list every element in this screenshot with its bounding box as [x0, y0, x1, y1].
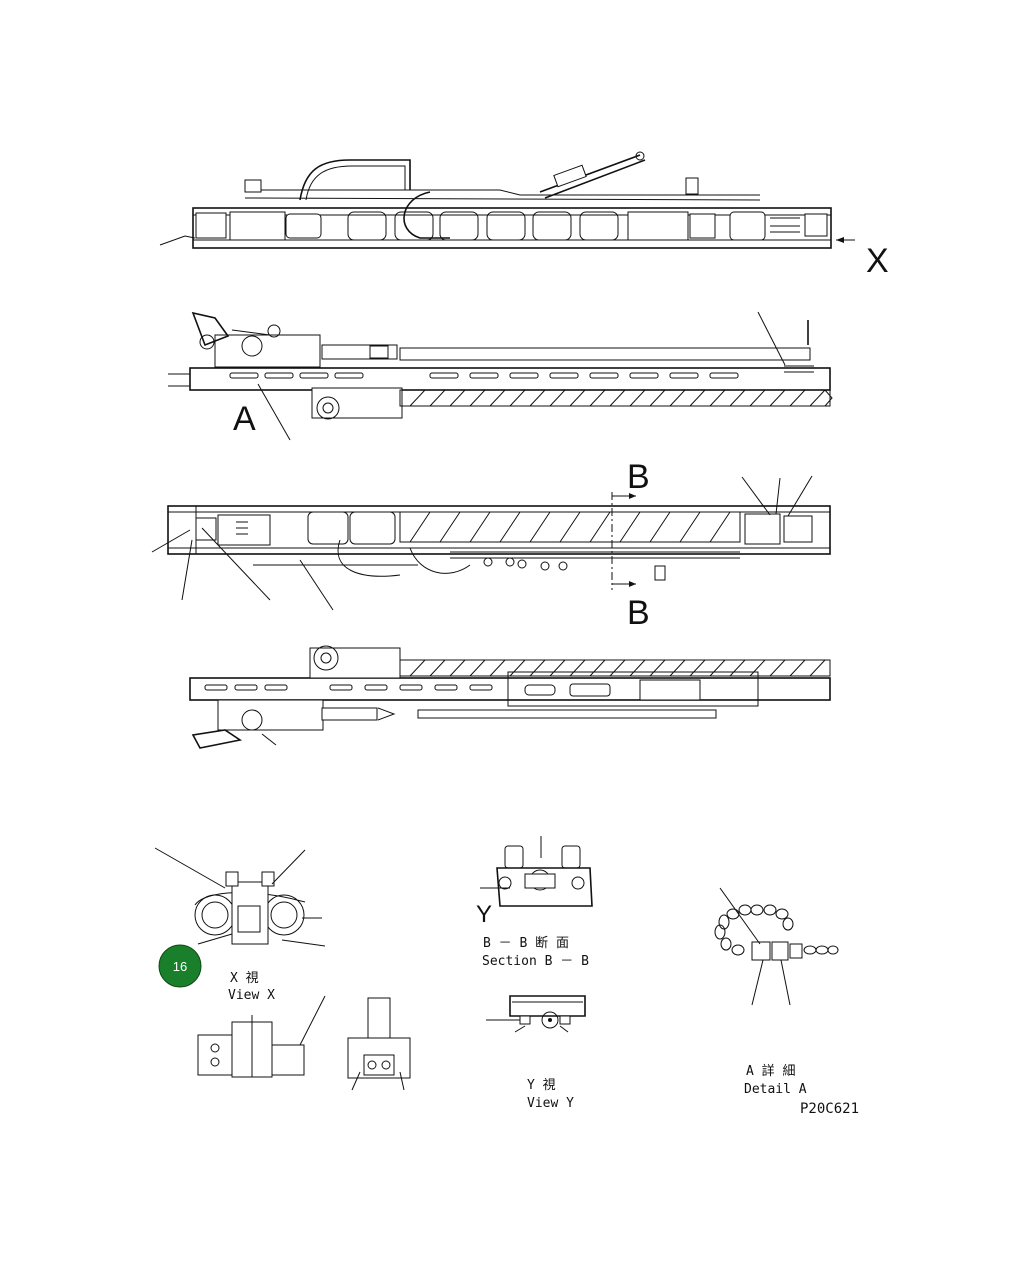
view-x-arrow-letter: X — [866, 242, 889, 280]
callout-badge-16[interactable]: 16 — [158, 944, 202, 988]
assembly-view-side-opposite — [189, 645, 831, 749]
section-b-caption-jp: B － B 断 面 — [483, 936, 569, 951]
svg-text:16: 16 — [173, 959, 187, 974]
assembly-view-plan — [151, 475, 831, 611]
assembly-view-side — [168, 311, 833, 441]
detail-bracket-right — [347, 997, 411, 1091]
drawing-code: P20C621 — [800, 1101, 859, 1117]
section-b-bottom-letter: B — [627, 594, 650, 632]
view-y-caption-en: View Y — [527, 1096, 574, 1111]
view-y-drawing — [486, 995, 586, 1033]
section-b-top-letter: B — [627, 458, 650, 496]
view-y-caption-jp: Y 視 — [527, 1078, 556, 1093]
section-b-b-drawing — [480, 836, 593, 907]
detail-a-caption-en: Detail A — [744, 1082, 807, 1097]
view-x-drawing — [154, 847, 326, 947]
view-x-caption-jp: X 視 — [230, 971, 259, 986]
section-b-caption-en: Section B － B — [482, 954, 589, 969]
detail-a-drawing — [714, 887, 839, 1006]
detail-a-caption-jp: A 詳 細 — [746, 1063, 795, 1079]
detail-a-marker-letter: A — [233, 400, 256, 438]
view-y-marker-letter: Y — [476, 901, 492, 928]
assembly-view-top — [159, 151, 855, 249]
view-x-caption-en: View X — [228, 988, 275, 1003]
detail-bracket-left — [197, 995, 326, 1078]
